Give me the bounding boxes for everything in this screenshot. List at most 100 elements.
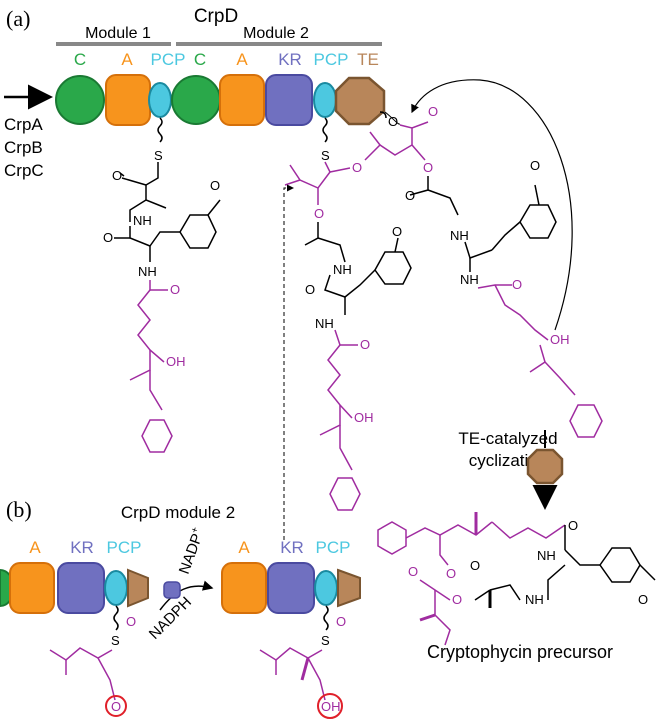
crpd-title: CrpD: [194, 6, 238, 27]
c-domain-1: [55, 75, 105, 125]
module1-intermediate: S O NH O O NH: [103, 148, 221, 279]
b-right-pcp-label: PCP: [316, 538, 351, 557]
b-left-pcp-label: PCP: [107, 538, 142, 557]
te-o-atom: O: [388, 114, 398, 129]
module2-tail-o: O: [360, 337, 370, 352]
b-right-s: S: [321, 633, 330, 648]
b-left-a-domain: [9, 562, 55, 614]
kr-mini-icon: [163, 581, 181, 599]
tail-carbonyl-o1: O: [170, 282, 180, 297]
nadp-label: NADP+: [175, 525, 208, 576]
domain-pcp2-label: PCP: [314, 50, 349, 69]
b-left-ketone-substrate: [49, 647, 116, 701]
ester-o1: O: [112, 168, 122, 183]
amide-nh2: NH: [138, 264, 157, 279]
te-tail-o: O: [512, 277, 522, 292]
crpc-label: CrpC: [4, 161, 44, 180]
thioester-s2: S: [321, 148, 330, 163]
module2-nh2: NH: [315, 316, 334, 331]
b-right-linker: [323, 605, 329, 631]
crpd-module2-label: CrpD module 2: [121, 503, 235, 522]
kr-domain: [265, 74, 313, 126]
nadph-label: NADPH: [146, 594, 195, 643]
b-right-a-domain: [221, 562, 267, 614]
module1-bar: [56, 42, 171, 46]
module2-amino-acid-core: NH O O NH: [304, 222, 412, 331]
b-left-kr-label: KR: [70, 538, 94, 557]
domain-a1-label: A: [121, 50, 133, 69]
module2-label: Module 2: [243, 25, 309, 42]
pcp-domain-1: [148, 82, 172, 118]
b-right-kr-label: KR: [280, 538, 304, 557]
panel-b-label: (b): [6, 497, 32, 522]
b-left-a-label: A: [29, 538, 41, 557]
methoxy-o1: O: [210, 178, 220, 193]
crpa-label: CrpA: [4, 115, 43, 134]
domain-te-label: TE: [357, 50, 379, 69]
b-right-hydroxyl-oh: OH: [321, 699, 341, 714]
te-bound-intermediate: O O O: [364, 104, 438, 175]
b-left-ketone-highlight: [105, 695, 127, 717]
carbonyl-o1: O: [103, 230, 113, 245]
te-bound-polyketide-tail: O OH: [477, 277, 603, 438]
te-transfer-arrow: [384, 111, 401, 125]
product-name: Cryptophycin precursor: [427, 642, 613, 662]
b-left-te-partial: [127, 568, 149, 608]
domain-a2-label: A: [236, 50, 248, 69]
c-domain-2: [171, 75, 221, 125]
a-domain-1: [105, 74, 151, 126]
product-carbonyl-o1: O: [568, 518, 578, 533]
cyclization-curved-arrow: [411, 79, 573, 331]
crpb-label: CrpB: [4, 138, 43, 157]
te-ester-o: O: [423, 160, 433, 175]
module2-ester-o: O: [352, 160, 362, 175]
product-methoxy: O: [638, 592, 648, 607]
te-cyclization-line1: TE-catalyzed: [458, 429, 557, 448]
te-core-o: O: [405, 188, 415, 203]
b-left-pcp-domain: [104, 570, 128, 606]
product-ester-o: O: [452, 592, 462, 607]
module1-label: Module 1: [85, 25, 151, 42]
module2-o1: O: [305, 282, 315, 297]
te-core-nh1: NH: [450, 228, 469, 243]
module2-nh1: NH: [333, 262, 352, 277]
domain-c1-label: C: [74, 50, 86, 69]
b-right-a-label: A: [238, 538, 250, 557]
amide-nh1: NH: [133, 213, 152, 228]
b-right-pcp-domain: [314, 570, 338, 606]
b-left-ketone-o: O: [111, 699, 121, 714]
tail-oh1: OH: [166, 354, 186, 369]
cryptophycin-precursor-structure: O NH O NH O O O O: [377, 512, 656, 646]
product-carbonyl-o2: O: [470, 558, 480, 573]
module1-polyketide-tail: O OH: [129, 280, 186, 453]
thioester-s1: S: [154, 148, 163, 163]
product-carbonyl-o3: O: [408, 564, 418, 579]
product-nh1: NH: [537, 548, 556, 563]
product-ring-o: O: [446, 566, 456, 581]
te-carbonyl-o: O: [428, 104, 438, 119]
module2-bar: [176, 42, 382, 46]
b-right-te-partial: [337, 568, 361, 608]
te-core-methoxy: O: [530, 158, 540, 173]
b-right-thioester-o: O: [336, 614, 346, 629]
b-left-linker: [113, 605, 119, 631]
module2-methoxy: O: [392, 224, 402, 239]
cyclization-te-icon: [526, 448, 564, 485]
te-domain: [334, 76, 386, 126]
b-right-kr-domain: [267, 562, 315, 614]
module2-polyketide-tail: O OH: [319, 329, 374, 511]
b-right-hydroxy-substrate: [259, 647, 326, 701]
panel-a-label: (a): [6, 6, 30, 31]
te-linker: [379, 111, 387, 119]
b-left-kr-domain: [57, 562, 105, 614]
b-right-hydroxyl-highlight: [317, 693, 343, 719]
product-nh2: NH: [525, 592, 544, 607]
module2-intermediate: S O O: [284, 148, 362, 221]
domain-pcp1-label: PCP: [151, 50, 186, 69]
pcp1-linker: [157, 117, 163, 143]
te-tail-oh: OH: [550, 332, 570, 347]
domain-c2-label: C: [194, 50, 206, 69]
a-domain-2: [219, 74, 265, 126]
te-bound-amino-core: O NH O NH: [405, 158, 557, 287]
